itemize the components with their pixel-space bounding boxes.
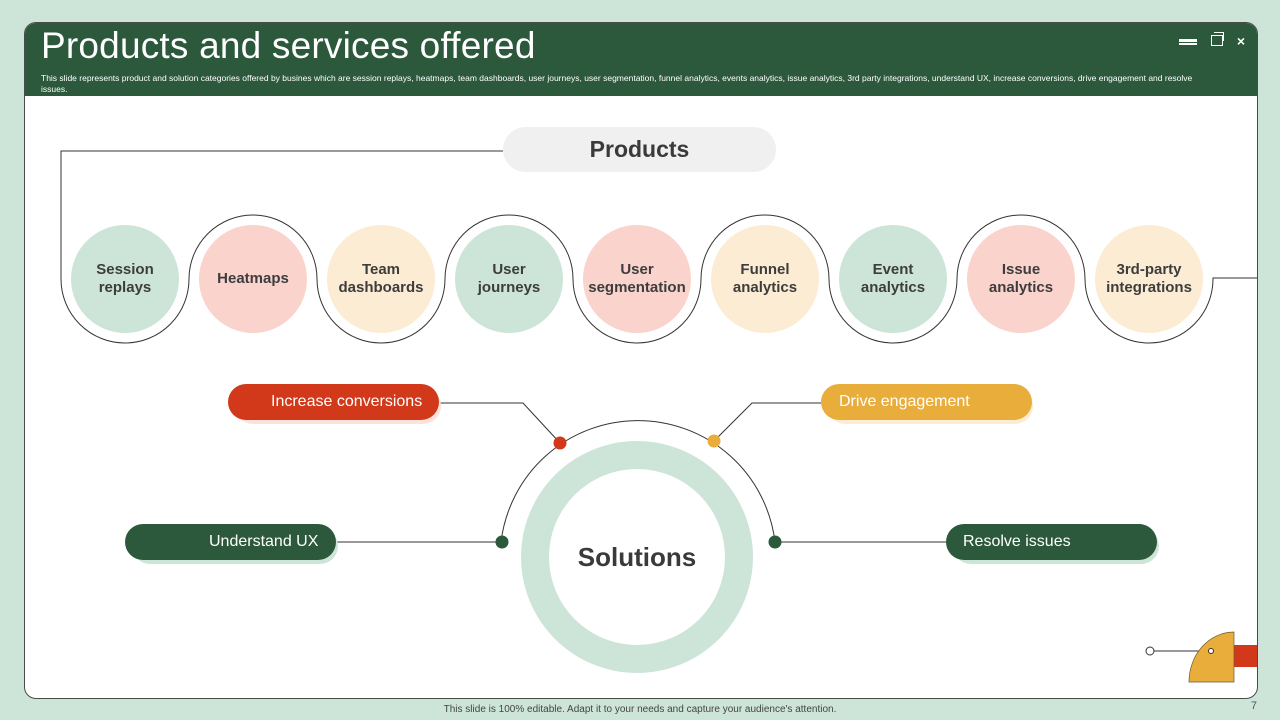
minimize-icon[interactable] bbox=[1178, 38, 1197, 43]
understand-ux-pill[interactable]: Understand UX bbox=[125, 524, 336, 560]
decor-quarter-circle bbox=[1188, 631, 1235, 683]
product-team-dashboards[interactable]: Team dashboards bbox=[327, 225, 435, 333]
products-serpentine-line bbox=[60, 214, 1214, 344]
product-user-segmentation[interactable]: User segmentation bbox=[583, 225, 691, 333]
footer-note: This slide is 100% editable. Adapt it to… bbox=[443, 704, 837, 715]
window-controls: × bbox=[1178, 32, 1245, 49]
slide-description: This slide represents product and soluti… bbox=[41, 73, 1193, 94]
increase-conversions-connector bbox=[439, 402, 561, 444]
page-number: 7 bbox=[1250, 700, 1257, 712]
solutions-center: Solutions bbox=[549, 469, 725, 645]
drive-engagement-dot bbox=[707, 434, 721, 448]
header-bar: Products and services offered This slide… bbox=[25, 23, 1257, 96]
resolve-issues-pill[interactable]: Resolve issues bbox=[946, 524, 1157, 560]
drive-engagement-pill[interactable]: Drive engagement bbox=[821, 384, 1032, 420]
increase-conversions-pill[interactable]: Increase conversions bbox=[228, 384, 439, 420]
product-issue-analytics[interactable]: Issue analytics bbox=[967, 225, 1075, 333]
products-heading: Products bbox=[503, 127, 776, 172]
product-event-analytics[interactable]: Event analytics bbox=[839, 225, 947, 333]
resolve-issues-dot bbox=[768, 535, 782, 549]
connector-lines bbox=[60, 150, 1257, 683]
page-title: Products and services offered bbox=[41, 25, 536, 66]
understand-ux-dot bbox=[495, 535, 509, 549]
product-session-replays[interactable]: Session replays bbox=[71, 225, 179, 333]
close-icon[interactable]: × bbox=[1236, 32, 1245, 49]
increase-conversions-dot bbox=[553, 436, 567, 450]
products-exit-line bbox=[1212, 277, 1257, 279]
product-user-journeys[interactable]: User journeys bbox=[455, 225, 563, 333]
slide: Products and services offered This slide… bbox=[24, 22, 1258, 699]
products-connector-line bbox=[60, 150, 503, 279]
drive-engagement-connector bbox=[713, 402, 821, 442]
product-funnel-analytics[interactable]: Funnel analytics bbox=[711, 225, 819, 333]
decor-dot-right bbox=[1208, 648, 1214, 654]
product-heatmaps[interactable]: Heatmaps bbox=[199, 225, 307, 333]
decor-dot-left bbox=[1145, 646, 1155, 656]
decor-red-bar bbox=[1233, 645, 1257, 667]
maximize-icon[interactable] bbox=[1210, 32, 1224, 46]
solutions-arc bbox=[500, 420, 776, 543]
product-3rd-party-integrations[interactable]: 3rd-party integrations bbox=[1095, 225, 1203, 333]
